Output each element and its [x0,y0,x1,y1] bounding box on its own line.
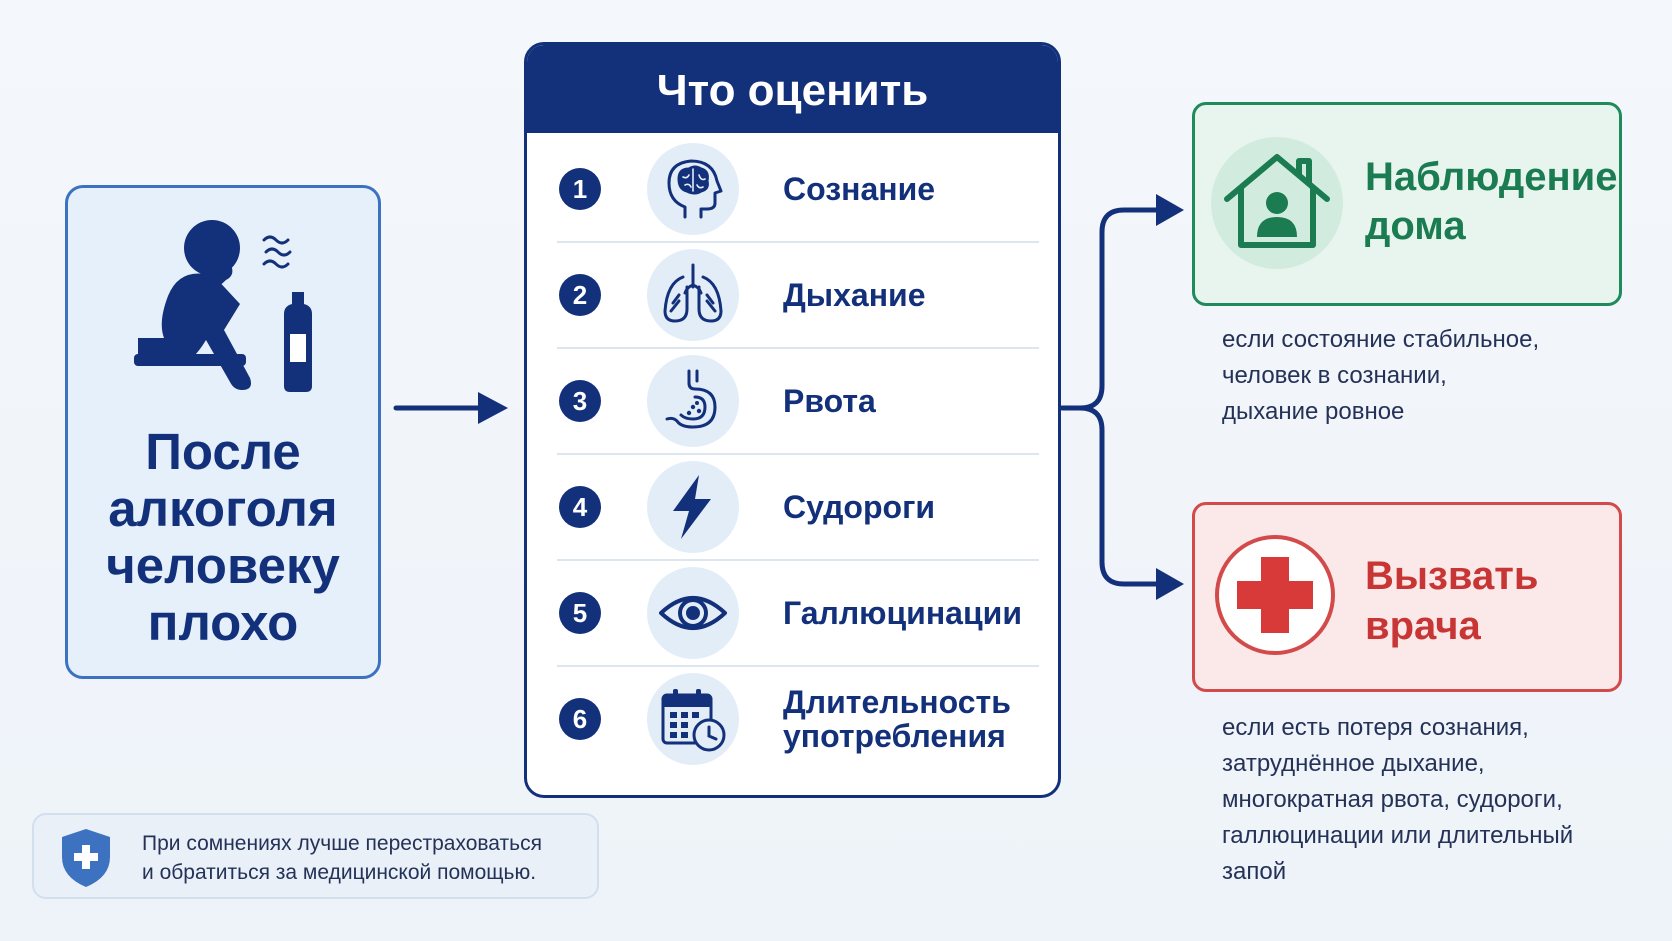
situation-title: После алкоголя человеку плохо [68,423,378,651]
item-number: 6 [559,698,601,740]
safety-note: При сомнениях лучше перестраховаться и о… [32,813,599,899]
safety-note-text: При сомнениях лучше перестраховаться и о… [142,829,592,887]
doctor-desc-line: затруднённое дыхание, [1222,750,1485,777]
assessment-item: 1 Сознание [557,135,1039,243]
situation-title-line: После [145,423,301,480]
assessment-title: Что оценить [527,45,1058,133]
item-label: Рвота [783,347,1043,455]
situation-card: После алкоголя человеку плохо [65,185,381,679]
assessment-item: 5 Галлюцинации [557,559,1039,667]
doctor-desc-line: галлюцинации или длительный [1222,822,1574,849]
eye-icon [647,567,739,659]
note-line: и обратиться за медицинской помощью. [142,861,537,884]
assessment-item: 3 Рвота [557,347,1039,455]
situation-title-line: алкоголя [108,480,338,537]
note-line: При сомнениях лучше перестраховаться [142,832,542,855]
assessment-item: 4 Судороги [557,453,1039,561]
home-observation-card: Наблюдение дома [1192,102,1622,306]
item-label-text: Судороги [783,489,936,525]
call-doctor-description: если есть потеря сознания, затруднённое … [1222,710,1652,890]
item-label-text: Дыхание [783,277,926,313]
stomach-icon [647,355,739,447]
situation-title-line: плохо [147,594,299,651]
item-label-text: Сознание [783,171,936,207]
item-label-text: Рвота [783,383,876,419]
doctor-desc-line: многократная рвота, судороги, [1222,786,1563,813]
item-label: Длительность употребления [783,665,1043,773]
brain-head-icon [647,143,739,235]
home-observation-description: если состояние стабильное, человек в соз… [1222,322,1642,430]
item-number: 1 [559,168,601,210]
lungs-icon [647,249,739,341]
item-label: Галлюцинации [783,559,1043,667]
assessment-item: 2 Дыхание [557,241,1039,349]
item-label-text: употребления [783,718,1006,754]
home-observation-title: Наблюдение дома [1365,153,1618,251]
item-label: Сознание [783,135,1043,243]
assessment-item: 6 Длительность употребления [557,665,1039,773]
home-desc-line: дыхание ровное [1222,398,1405,425]
home-title-line: дома [1365,204,1466,248]
item-label-text: Длительность [783,684,1011,720]
doctor-title-line: врача [1365,604,1481,648]
item-label: Дыхание [783,241,1043,349]
item-number: 4 [559,486,601,528]
home-title-line: Наблюдение [1365,155,1618,199]
item-label: Судороги [783,453,1043,561]
home-desc-line: человек в сознании, [1222,362,1447,389]
doctor-desc-line: запой [1222,858,1287,885]
medical-cross-icon [1215,535,1335,655]
sick-person-with-bottle-icon [134,220,312,392]
call-doctor-title: Вызвать врача [1365,551,1615,651]
shield-cross-icon [62,829,110,887]
doctor-desc-line: если есть потеря сознания, [1222,714,1529,741]
home-desc-line: если состояние стабильное, [1222,326,1540,353]
doctor-title-line: Вызвать [1365,554,1539,598]
assessment-card: Что оценить 1 Сознание 2 Дых [524,42,1061,798]
item-number: 2 [559,274,601,316]
house-person-icon [1211,137,1343,269]
item-number: 5 [559,592,601,634]
item-label-text: Галлюцинации [783,595,1022,631]
lightning-icon [647,461,739,553]
situation-title-line: человеку [106,537,340,594]
calendar-clock-icon [647,673,739,765]
call-doctor-card: Вызвать врача [1192,502,1622,692]
item-number: 3 [559,380,601,422]
